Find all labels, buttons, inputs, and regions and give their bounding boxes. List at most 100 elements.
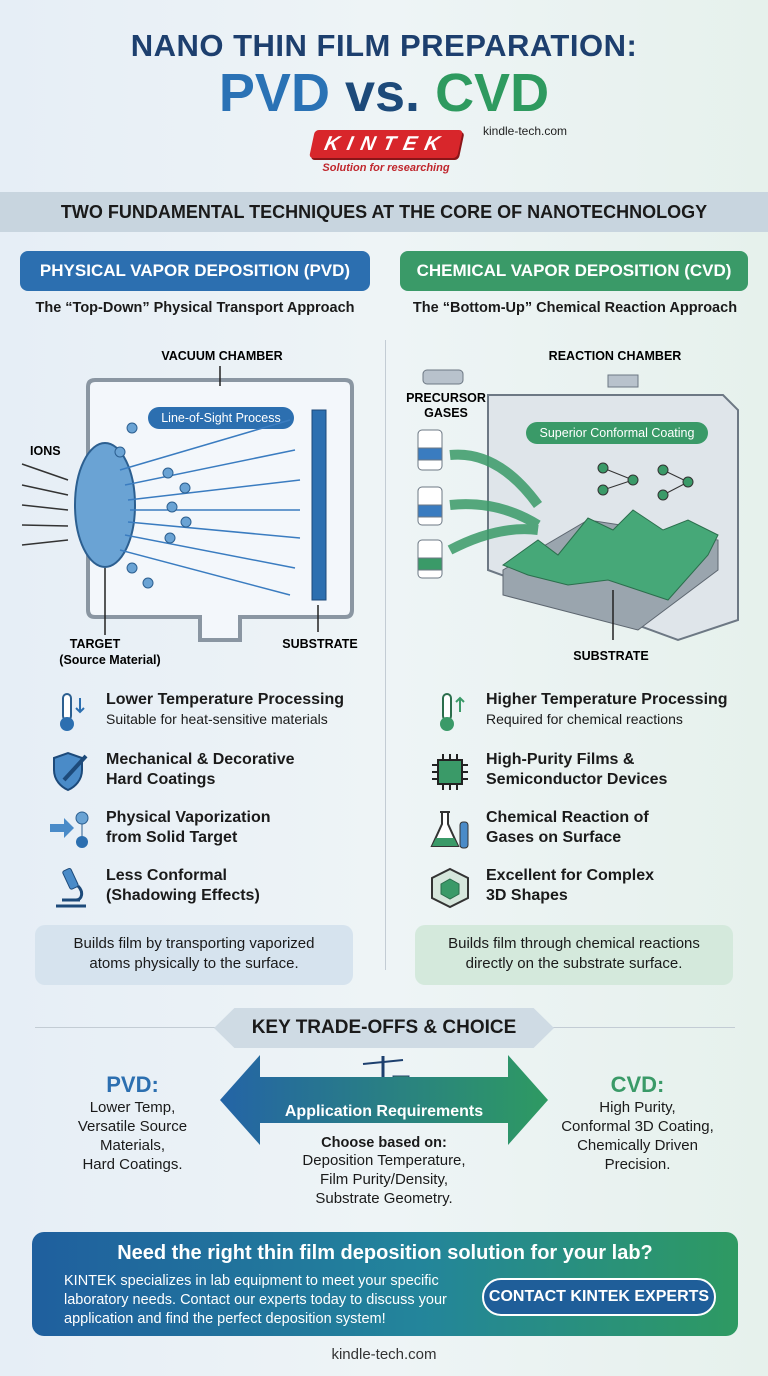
choose-title: Choose based on: [321,1135,447,1151]
feature-title-line2: Semiconductor Devices [486,771,668,788]
website-link[interactable]: kindle-tech.com [483,124,568,138]
tradeoff-line: Hard Coatings. [82,1156,183,1173]
molecule-icons [597,462,694,501]
vaporization-arrow-icon [50,811,89,848]
cvd-heading: CHEMICAL VAPOR DEPOSITION (CVD) [400,251,748,291]
choose-line: Film Purity/Density, [319,1171,449,1188]
conformal-coating-label: Superior Conformal Coating [540,426,695,440]
pvd-heading: PHYSICAL VAPOR DEPOSITION (PVD) [20,251,370,291]
summary-line: Builds film by transporting vaporized [73,935,315,952]
cvd-tradeoff: CVD: High Purity, Conformal 3D Coating, … [545,1072,730,1174]
gas-bottles [417,429,443,579]
feature-title: Mechanical & Decorative [106,751,295,768]
ion-arrows [21,463,69,546]
choose-line: Deposition Temperature, [302,1152,466,1169]
feature-title-line2: Gases on Surface [486,829,622,846]
feature-title: Higher Temperature Processing [486,691,728,708]
chip-icon [432,754,468,790]
feature-desc: Required for chemical reactions [486,711,683,727]
feature-title: Lower Temperature Processing [106,691,344,708]
tradeoff-line: Chemically Driven [577,1137,698,1154]
pvd-feature-3: Physical Vaporization from Solid Target [48,808,271,852]
feature-desc: Suitable for heat-sensitive materials [106,711,328,727]
feature-title-line2: (Shadowing Effects) [106,887,260,904]
title-line1: NANO THIN FILM PREPARATION: [130,28,638,63]
choose-line: Substrate Geometry. [315,1190,453,1207]
feature-title: High-Purity Films & [486,751,635,768]
pvd-subtitle: The “Top-Down” Physical Transport Approa… [35,300,355,316]
target-label: TARGET [70,637,121,651]
section-banner: TWO FUNDAMENTAL TECHNIQUES AT THE CORE O… [0,192,768,232]
chamber-port [422,369,464,385]
title-pvd: PVD [218,63,330,123]
substrate-plate [311,409,327,601]
footer-website-link[interactable]: kindle-tech.com [331,1346,437,1363]
feature-title-line2: 3D Shapes [486,887,568,904]
title-line2: PVD vs. CVD [0,62,768,124]
target-sublabel: (Source Material) [59,653,160,667]
cvd-summary: Builds film through chemical reactions di… [415,925,733,985]
line-of-sight-pill [148,407,294,429]
target-disc [74,442,136,568]
cta-panel: Need the right thin film deposition solu… [32,1232,738,1336]
conformal-film [501,509,719,601]
reaction-chamber-label: REACTION CHAMBER [549,349,682,363]
cvd-substrate-label: SUBSTRATE [573,649,648,663]
tradeoffs-heading: KEY TRADE-OFFS & CHOICE [214,1008,554,1048]
flask-icon [430,811,469,849]
vacuum-chamber-label: VACUUM CHAMBER [161,349,282,363]
thermometer-down-icon [60,693,85,731]
choose-block: Choose based on: Deposition Temperature,… [250,1135,518,1208]
column-divider [385,340,386,970]
cta-body: KINTEK specializes in lab equipment to m… [64,1273,447,1327]
title-cvd: CVD [435,63,550,123]
kintek-logo: KINTEK [309,130,463,158]
pvd-summary: Builds film by transporting vaporized ato… [35,925,353,985]
cube-icon [431,867,469,909]
cvd-feature-4: Excellent for Complex 3D Shapes [428,866,654,910]
cvd-feature-2: High-Purity Films & Semiconductor Devices [428,750,667,794]
tradeoff-line: Precision. [604,1156,671,1173]
feature-title-line2: from Solid Target [106,829,238,846]
microscope-icon [56,867,86,908]
pvd-diagram: VACUUM CHAMBER Line-of-Sight Process ION… [21,349,358,667]
cta-heading: Need the right thin film deposition solu… [117,1242,653,1264]
title-vs: vs. [344,63,421,123]
pvd-tradeoff-title: PVD: [106,1072,159,1097]
contact-experts-button[interactable]: CONTACT KINTEK EXPERTS [482,1278,716,1316]
precursor-label-2: GASES [424,406,468,420]
pvd-substrate-label: SUBSTRATE [282,637,357,651]
logo-tagline: Solution for researching [322,162,450,174]
feature-title: Excellent for Complex [486,867,655,884]
cvd-feature-3: Chemical Reaction of Gases on Surface [428,808,649,852]
ions-label: IONS [30,444,61,458]
pvd-tradeoff: PVD: Lower Temp, Versatile Source Materi… [55,1072,210,1174]
chamber-top-port [607,374,639,388]
summary-line: Builds film through chemical reactions [448,935,700,952]
summary-line: atoms physically to the surface. [89,955,299,972]
thermometer-up-icon [440,693,465,731]
feature-title: Less Conformal [106,867,227,884]
precursor-label-1: PRECURSOR [406,391,486,405]
tradeoff-line: Versatile Source [77,1118,188,1135]
tradeoff-line: Conformal 3D Coating, [561,1118,714,1135]
cvd-diagram: REACTION CHAMBER PRECURSOR GASES Superio… [406,349,739,663]
application-requirements-arrow [220,1055,548,1145]
line-of-sight-label: Line-of-Sight Process [161,411,281,425]
cvd-tradeoff-title: CVD: [610,1072,665,1097]
feature-title: Chemical Reaction of [486,809,649,826]
pvd-feature-4: Less Conformal (Shadowing Effects) [48,866,260,910]
summary-line: directly on the substrate surface. [465,955,683,972]
tradeoff-line: High Purity, [599,1099,676,1116]
gas-flow-arrows [447,449,543,555]
feature-title-line2: Hard Coatings [106,771,216,788]
vapor-arrows [119,419,301,596]
feature-title: Physical Vaporization [106,809,271,826]
tradeoff-line: Lower Temp, [89,1099,176,1116]
cvd-subtitle: The “Bottom-Up” Chemical Reaction Approa… [412,300,738,316]
tradeoff-line: Materials, [99,1137,166,1154]
vapor-atoms [114,422,192,589]
